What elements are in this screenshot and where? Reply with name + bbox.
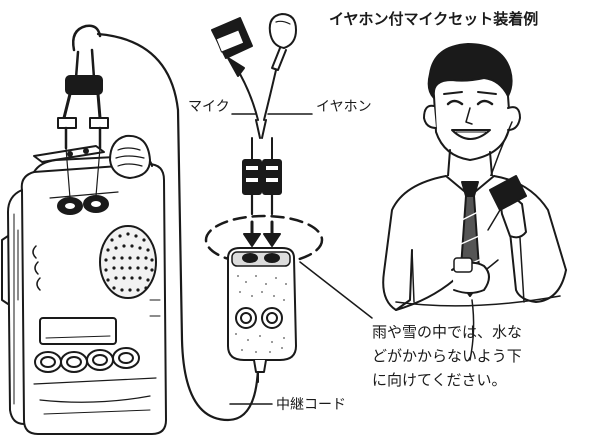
caution-note-line: に向けてください。: [372, 371, 507, 389]
radio-display: [39, 317, 117, 345]
caution-note-line: 雨や雪の中では、水な: [372, 323, 523, 341]
jack-ports: [49, 191, 119, 215]
relay-cord-label: 中継コード: [276, 397, 346, 413]
caution-note-line: どがかからないよう下: [372, 347, 522, 365]
radio-buttons: [34, 347, 140, 373]
man-illustration: [382, 43, 567, 361]
diagram-title: イヤホン付マイクセット装着例: [329, 10, 539, 28]
earphone-label: イヤホン: [316, 99, 372, 115]
radio-connector-plug: [33, 24, 109, 199]
antenna-knob: [109, 134, 151, 179]
main-cable: [96, 32, 260, 422]
mic-label: マイク: [188, 99, 230, 115]
speaker-grille: [104, 232, 154, 292]
radio-illustration: [1, 134, 167, 435]
relay-box: [227, 247, 297, 383]
caution-note: 雨や雪の中では、水な どがかからないよう下 に向けてください。: [372, 320, 522, 392]
microphone: [211, 17, 253, 77]
insert-arrows: [243, 220, 281, 247]
mic-earphone-plugs: [242, 137, 282, 216]
earphone: [268, 13, 297, 71]
